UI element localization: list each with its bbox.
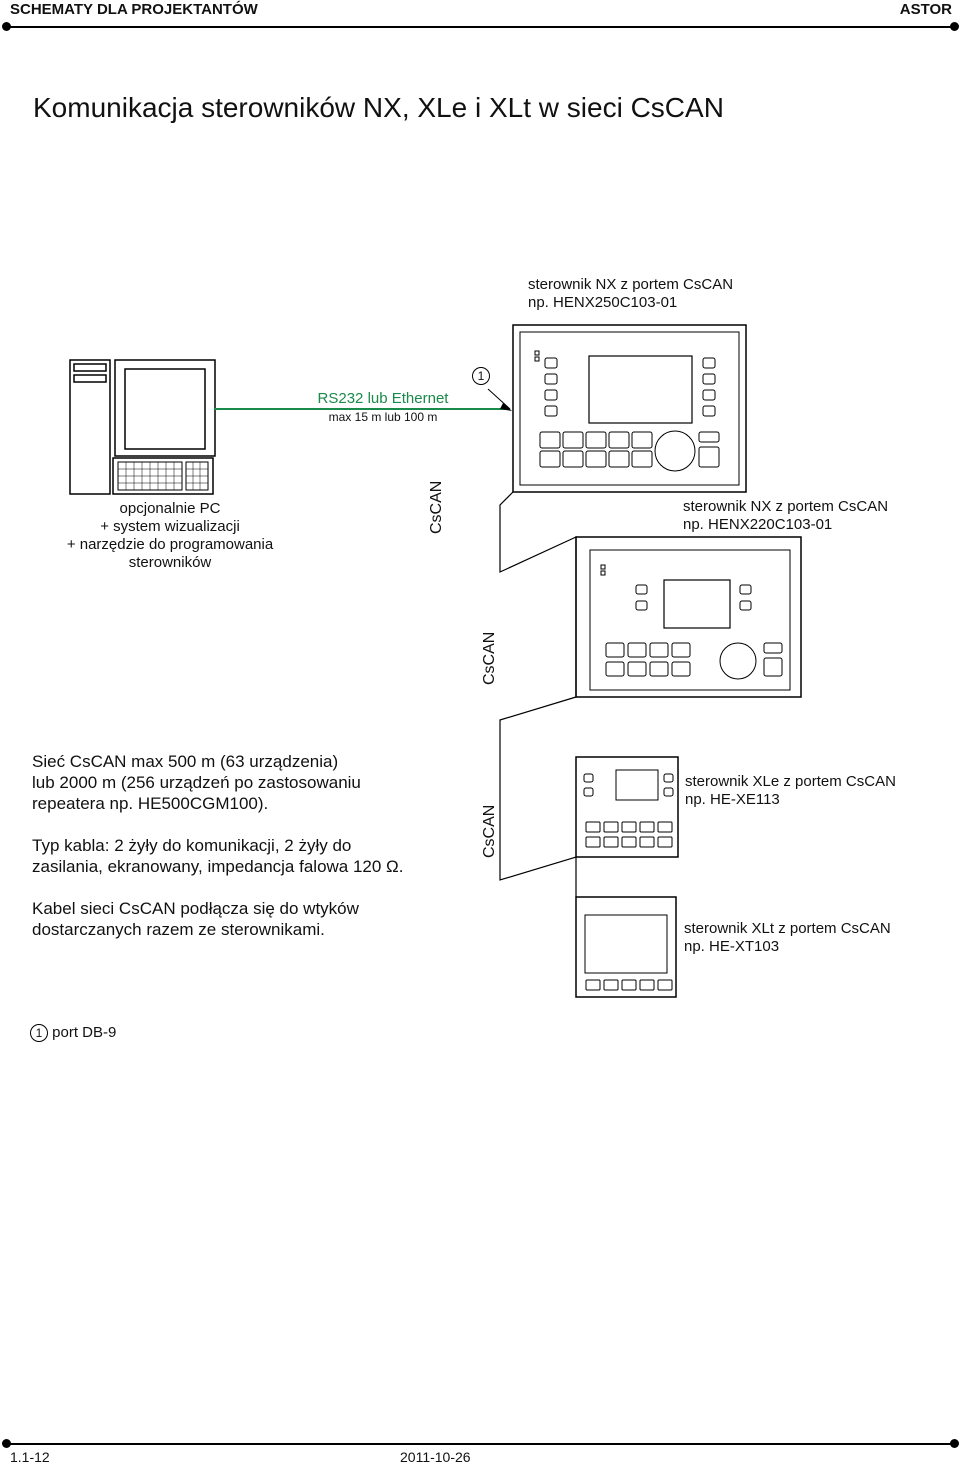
header-left: SCHEMATY DLA PROJEKTANTÓW [10,1,258,18]
link-label: RS232 lub Ethernet [317,390,449,407]
port-marker-number: 1 [472,367,490,385]
note-2-line2: zasilania, ekranowany, impedancja falowa… [32,857,404,876]
nx250-label-line2: np. HENX250C103-01 [528,294,678,311]
xlt-controller [575,896,677,998]
header-rule [6,26,958,28]
note-cable-type: Typ kabla: 2 żyły do komunikacji, 2 żyły… [32,835,472,877]
header-dot-left [2,22,11,31]
pc-label-line1: opcjonalnie PC [119,500,221,517]
note-connector: Kabel sieci CsCAN podłącza się do wtyków… [32,898,472,940]
footer-date: 2011-10-26 [400,1449,471,1465]
pc-icon [69,359,216,495]
cscan-label-2: CsCAN [481,631,498,685]
nx250-label: sterownik NX z portem CsCAN np. HENX250C… [528,276,733,312]
note-3-line2: dostarczanych razem ze sterownikami. [32,920,325,939]
note-network-limits: Sieć CsCAN max 500 m (63 urządzenia) lub… [32,751,472,814]
xle-label-line1: sterownik XLe z portem CsCAN [685,773,896,790]
port-marker: 1 [472,367,490,385]
rs232-arrowhead [500,403,512,411]
rs232-link-slant [487,388,511,410]
note-2-line1: Typ kabla: 2 żyły do komunikacji, 2 żyły… [32,836,352,855]
xle-label: sterownik XLe z portem CsCAN np. HE-XE11… [685,773,896,809]
page-title: Komunikacja sterowników NX, XLe i XLt w … [33,92,724,123]
pc-label-line3: + narzędzie do programowania [66,536,274,553]
link-sublabel: max 15 m lub 100 m [328,410,438,424]
nx250-label-line1: sterownik NX z portem CsCAN [528,276,734,293]
legend-marker: 1 [30,1024,48,1042]
legend-text: port DB-9 [52,1024,117,1041]
xlt-label-line2: np. HE-XT103 [684,938,780,955]
pc-label: opcjonalnie PC + system wizualizacji + n… [40,500,300,572]
page-header: SCHEMATY DLA PROJEKTANTÓW ASTOR [0,0,960,26]
note-1-line3: repeatera np. HE500CGM100). [32,794,269,813]
note-3-line1: Kabel sieci CsCAN podłącza się do wtyków [32,899,359,918]
cscan-label-1: CsCAN [428,480,445,534]
cscan-label-3: CsCAN [481,804,498,858]
nx220-label-line2: np. HENX220C103-01 [683,516,833,533]
cscan-bus-cable [499,491,577,897]
pc-keyboard-grid [118,462,208,490]
header-right: ASTOR [899,1,952,18]
footer-dot-left [2,1439,11,1448]
xlt-label: sterownik XLt z portem CsCAN np. HE-XT10… [684,920,891,956]
footer-page-number: 1.1-12 [10,1449,50,1465]
nx220-label-line1: sterownik NX z portem CsCAN [683,498,889,515]
note-1-line2: lub 2000 m (256 urządzeń po zastosowaniu [32,773,361,792]
pc-label-line4: sterowników [128,554,212,571]
pc-label-line2: + system wizualizacji [100,518,240,535]
xle-label-line2: np. HE-XE113 [685,791,780,808]
nx220-label: sterownik NX z portem CsCAN np. HENX220C… [683,498,888,534]
xle-controller [575,756,679,858]
xlt-label-line1: sterownik XLt z portem CsCAN [684,920,891,937]
header-dot-right [950,22,959,31]
footer-rule [6,1443,958,1445]
legend: 1 port DB-9 [30,1024,116,1042]
nx250-controller [512,324,747,493]
note-1-line1: Sieć CsCAN max 500 m (63 urządzenia) [32,752,339,771]
nx220-controller [575,536,802,698]
footer-dot-right [950,1439,959,1448]
